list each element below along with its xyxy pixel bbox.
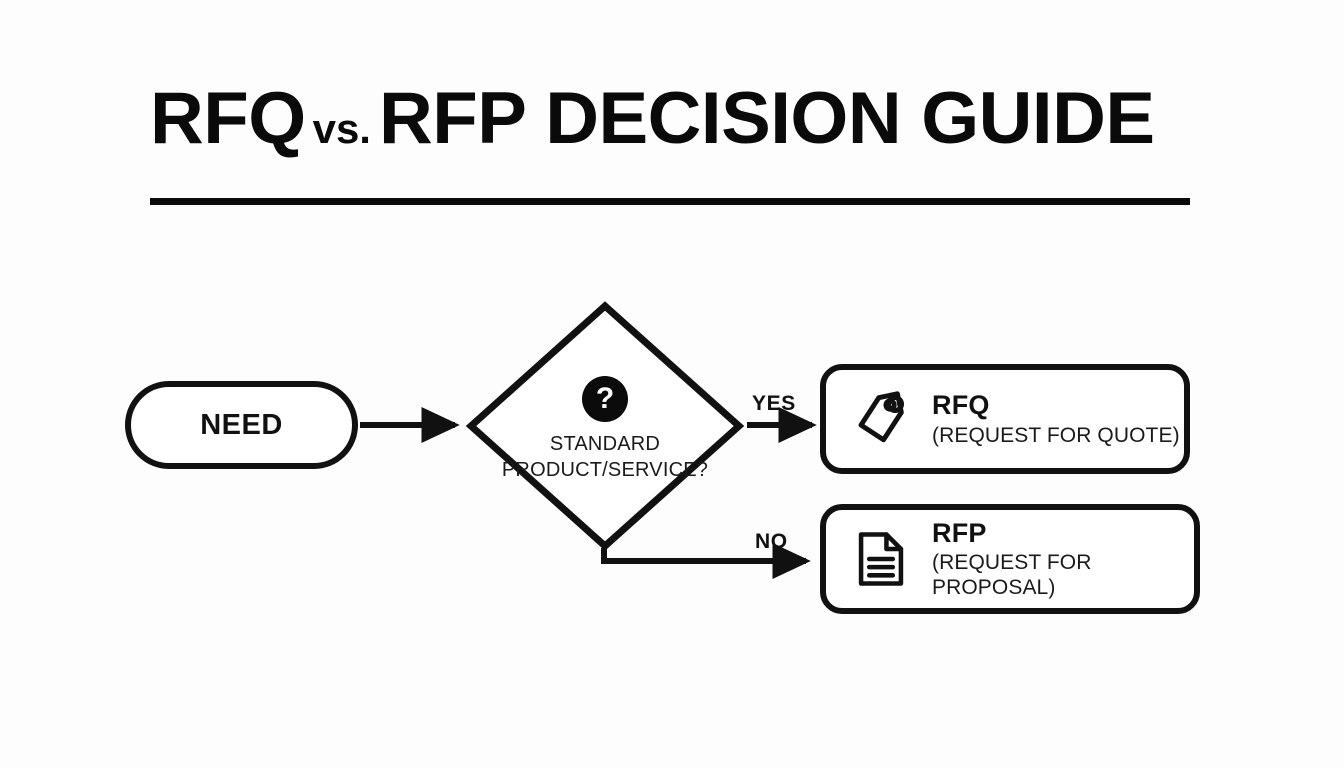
title-divider-rule: [150, 198, 1190, 205]
edge-label-yes: YES: [752, 392, 796, 415]
flow-node-need[interactable]: NEED: [125, 381, 358, 469]
flow-node-decision[interactable]: ? STANDARD PRODUCT/SERVICE?: [465, 300, 745, 552]
page-title-part1: RFQ: [150, 78, 306, 159]
flow-node-rfp[interactable]: RFP (REQUEST FOR PROPOSAL): [820, 504, 1200, 614]
page-title-part2: RFP DECISION GUIDE: [378, 78, 1155, 159]
flow-node-rfq-title: RFQ: [932, 390, 990, 421]
question-mark-glyph: ?: [595, 382, 615, 416]
diamond-outline: [465, 301, 745, 551]
page-title: RFQ vs. RFP DECISION GUIDE: [150, 82, 1200, 182]
decision-text-line1: STANDARD: [549, 433, 661, 456]
flow-node-decision-text: STANDARD PRODUCT/SERVICE?: [495, 432, 715, 483]
flow-node-need-label: NEED: [200, 408, 283, 441]
question-mark-circle-icon: ?: [582, 376, 628, 423]
edge-label-no: NO: [755, 530, 788, 553]
decision-text-line2: PRODUCT/SERVICE?: [501, 459, 709, 481]
price-tag-icon: [850, 388, 912, 450]
document-icon: [850, 528, 912, 590]
flow-node-rfp-subtitle: (REQUEST FOR PROPOSAL): [932, 550, 1092, 600]
flow-node-rfq[interactable]: RFQ (REQUEST FOR QUOTE): [820, 364, 1190, 474]
flow-node-rfp-title: RFP: [932, 517, 987, 548]
flow-node-rfq-subtitle: (REQUEST FOR QUOTE): [932, 423, 1180, 447]
page-title-vs: vs.: [312, 105, 371, 152]
